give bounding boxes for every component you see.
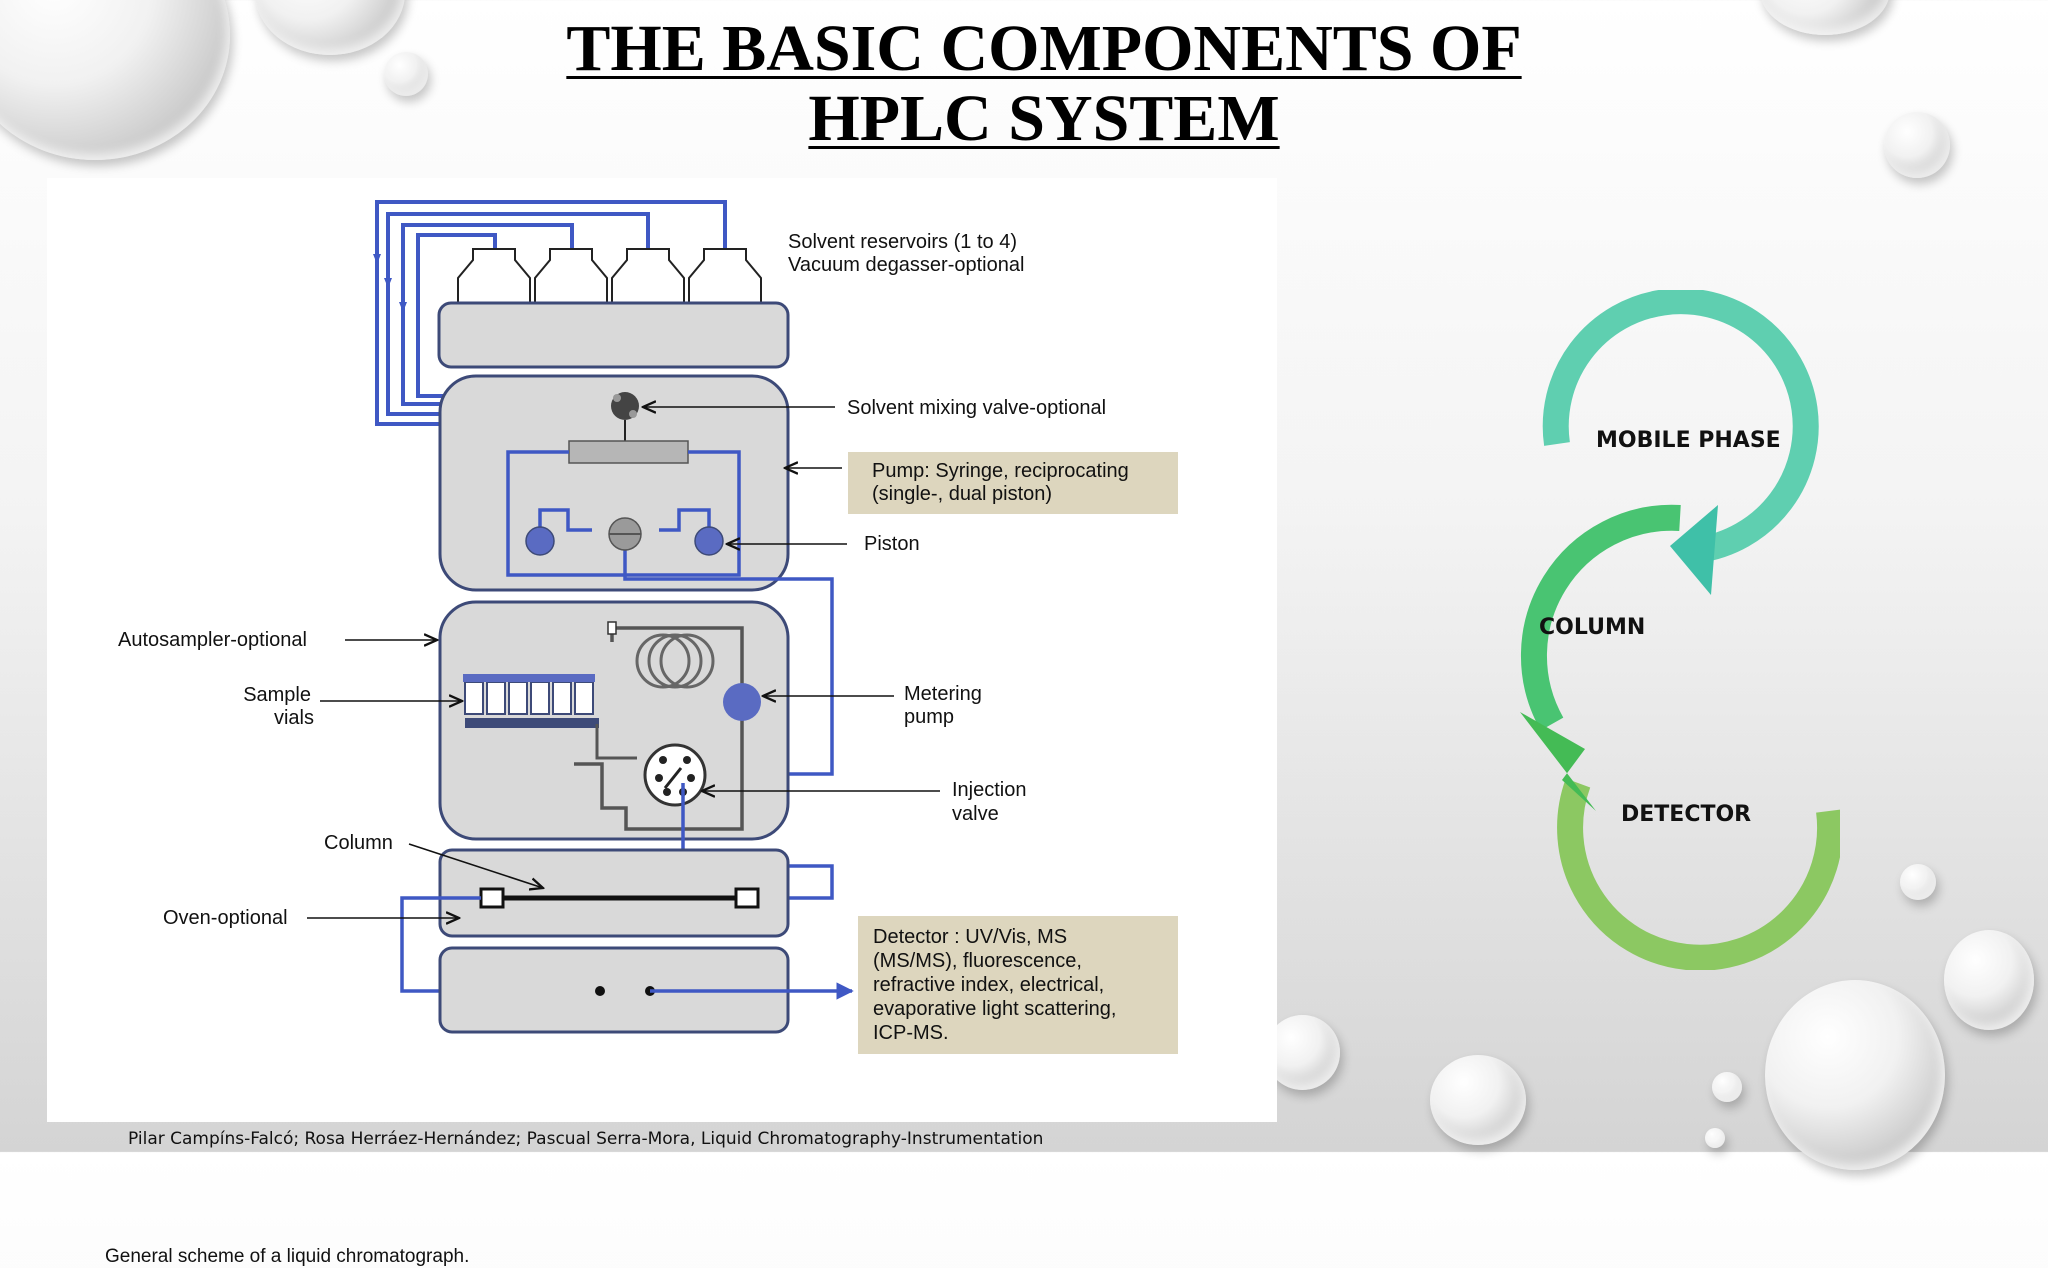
cycle-arrows-svg xyxy=(1520,288,1844,971)
label-injection-line2: valve xyxy=(952,803,999,825)
cycle-arrow-detector xyxy=(1557,778,1844,971)
cycle-label-column: COLUMN xyxy=(1539,615,1646,640)
water-drop-decoration xyxy=(1884,112,1950,178)
cycle-arrow-column xyxy=(1521,504,1681,731)
cycle-label-mobile-phase: MOBILE PHASE xyxy=(1596,428,1781,453)
label-column: Column xyxy=(324,832,393,854)
label-sample-line1: Sample xyxy=(243,684,311,706)
label-piston: Piston xyxy=(864,533,920,555)
water-drop-decoration xyxy=(1944,930,2034,1030)
oven-module xyxy=(438,848,790,938)
label-autosampler: Autosampler-optional xyxy=(118,629,307,651)
hplc-scheme-svg: Solvent reservoirs (1 to 4) Vacuum degas… xyxy=(118,200,1178,1054)
water-drop-decoration xyxy=(384,52,428,96)
cycle-label-detector: DETECTOR xyxy=(1621,802,1752,827)
cycle-arrow-mobile-phase xyxy=(1542,288,1819,563)
water-drop-decoration xyxy=(1760,0,1890,35)
pump-circuit-lines xyxy=(506,450,834,776)
mixing-valve-icon xyxy=(611,392,639,420)
label-detector-line: evaporative light scattering, xyxy=(873,998,1116,1020)
label-detector-line: (MS/MS), fluorescence, xyxy=(873,950,1082,972)
solvent-bottles xyxy=(457,248,762,304)
water-drop-decoration xyxy=(0,0,230,160)
cycle-arrowhead-column xyxy=(1520,712,1596,811)
label-pump-line1: Pump: Syringe, reciprocating xyxy=(872,460,1129,482)
cycle-arrowhead-mobile-phase xyxy=(1670,505,1718,595)
water-drop-decoration xyxy=(1265,1015,1340,1090)
source-citation: Pilar Campíns-Falcó; Rosa Herráez-Hernán… xyxy=(128,1129,1044,1149)
water-drop-decoration xyxy=(1430,1055,1526,1145)
label-metering-line2: pump xyxy=(904,706,954,728)
pump-block xyxy=(568,440,689,464)
figure-caption: General scheme of a liquid chromatograph… xyxy=(105,1246,470,1267)
pump-callout-box xyxy=(848,452,1178,514)
water-drop-decoration xyxy=(1712,1072,1742,1102)
label-solvent-reservoirs: Solvent reservoirs (1 to 4) xyxy=(788,231,1017,253)
hplc-cycle-diagram: MOBILE PHASE COLUMN DETECTOR xyxy=(1440,288,1844,971)
metering-pump-icon xyxy=(723,683,761,721)
label-metering-line1: Metering xyxy=(904,683,982,705)
water-drop-decoration xyxy=(1705,1128,1725,1148)
label-injection-line1: Injection xyxy=(952,779,1027,801)
sample-vials-icon xyxy=(463,674,637,760)
water-drop-decoration xyxy=(1765,980,1945,1170)
title-line-1: THE BASIC COMPONENTS OF xyxy=(566,12,1522,85)
label-oven: Oven-optional xyxy=(163,907,288,929)
water-drop-decoration xyxy=(255,0,405,55)
piston-left-icon xyxy=(525,526,555,556)
slide-title: THE BASIC COMPONENTS OF HPLC SYSTEM xyxy=(480,14,1608,154)
label-sample-line2: vials xyxy=(274,707,314,729)
flow-arrowheads xyxy=(373,254,407,312)
label-vacuum-degasser: Vacuum degasser-optional xyxy=(788,254,1024,276)
water-drop-decoration xyxy=(1900,864,1936,900)
piston-right-icon xyxy=(694,526,724,556)
hplc-scheme-figure: Solvent reservoirs (1 to 4) Vacuum degas… xyxy=(47,178,1277,1267)
sample-loop-icon xyxy=(635,633,715,689)
degasser-box xyxy=(437,301,790,369)
label-detector-line: refractive index, electrical, xyxy=(873,974,1104,996)
label-mixing-valve: Solvent mixing valve-optional xyxy=(847,397,1106,419)
label-pump-line2: (single-, dual piston) xyxy=(872,483,1052,505)
injection-valve-icon xyxy=(643,743,707,807)
label-detector-line: ICP-MS. xyxy=(873,1022,949,1044)
pointer-lines xyxy=(307,407,940,918)
label-detector-line: Detector : UV/Vis, MS xyxy=(873,926,1067,948)
title-line-2: HPLC SYSTEM xyxy=(808,82,1280,155)
detector-callout-box xyxy=(858,916,1178,1054)
